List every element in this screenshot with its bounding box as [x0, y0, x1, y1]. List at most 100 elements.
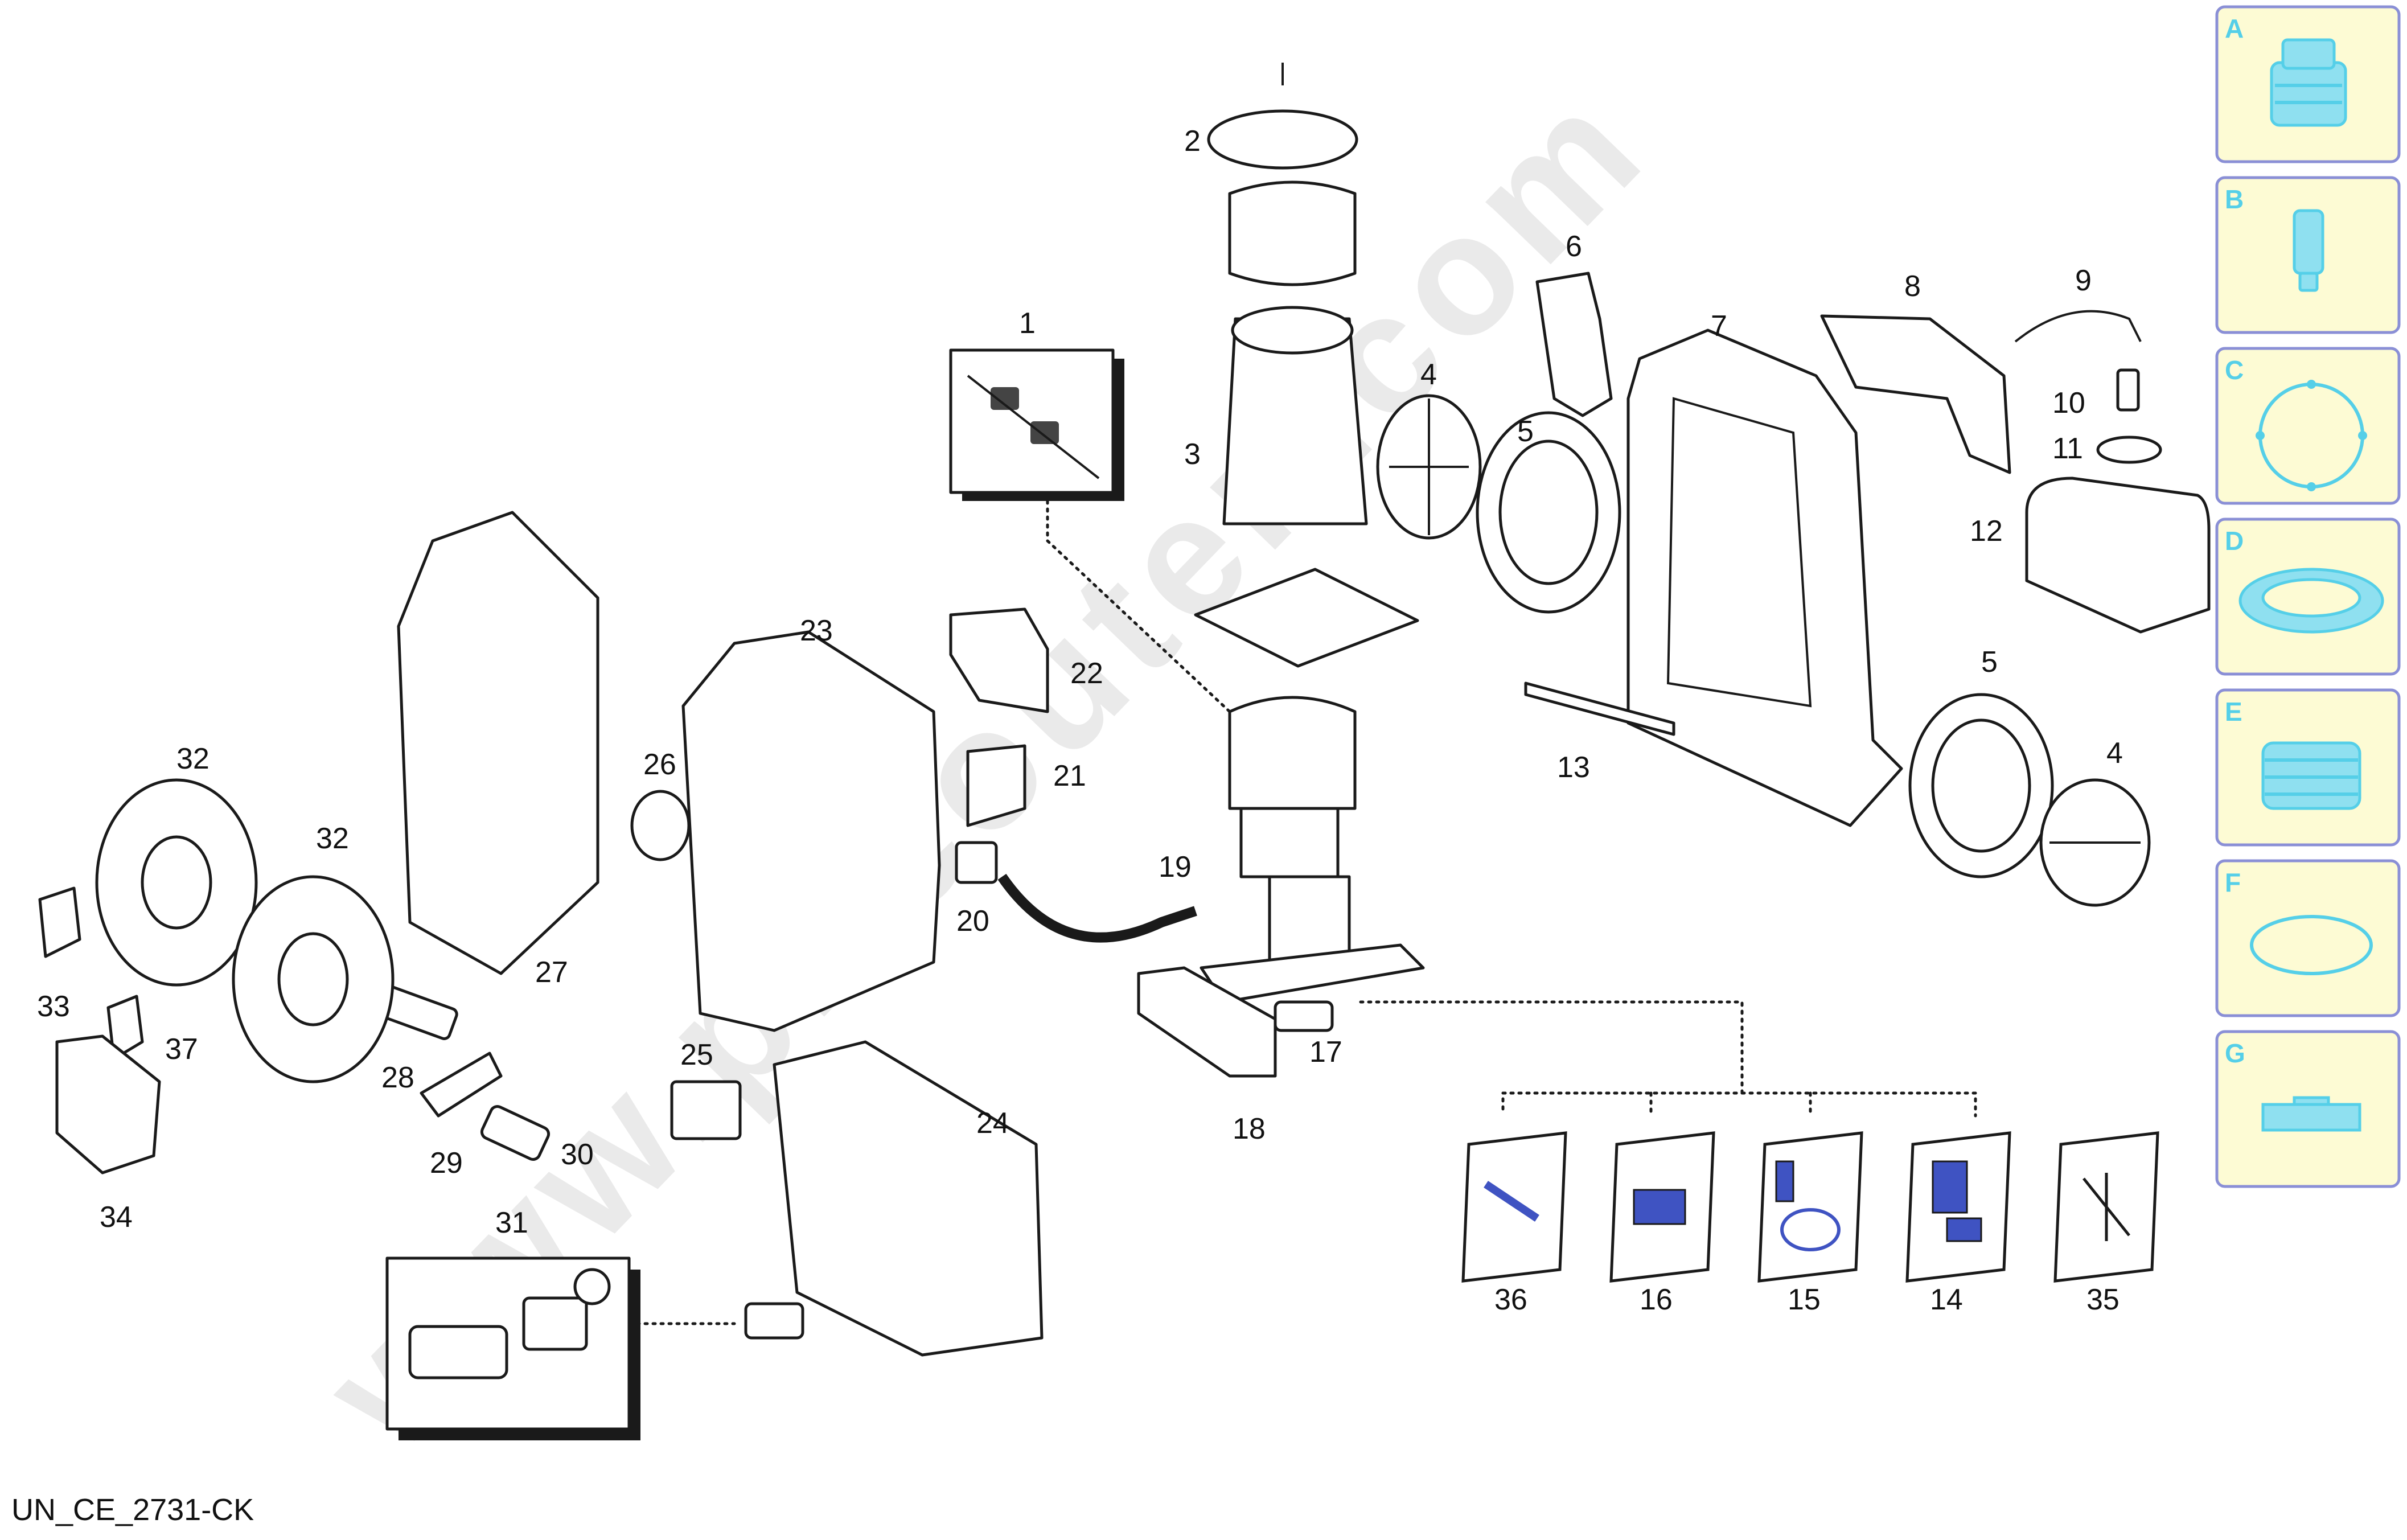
side-panel-f[interactable]: F	[2215, 859, 2401, 1017]
part-12-detergent-tank	[2025, 477, 2211, 634]
part-20-switch	[955, 841, 998, 884]
part-5-wheel-top	[1476, 411, 1621, 614]
part-10-valve	[2116, 368, 2140, 412]
callout-12: 12	[1970, 515, 2003, 548]
part-17-motor-pump	[1200, 696, 1425, 1032]
leader-kits-right	[1501, 1091, 1977, 1118]
part-26-knob	[630, 790, 691, 861]
part-24-lower-housing	[773, 1040, 1044, 1357]
callout-18: 18	[1233, 1112, 1266, 1145]
inlet-coupling	[744, 1302, 804, 1340]
callout-17: 17	[1309, 1036, 1342, 1069]
side-panel-b[interactable]: B	[2215, 176, 2401, 334]
part-11-cap	[2096, 436, 2162, 464]
callout-19: 19	[1159, 851, 1192, 884]
part-33-clip	[38, 886, 81, 958]
callout-2: 2	[1184, 125, 1201, 158]
gasket-ring-icon	[2256, 380, 2367, 491]
part-3-motor-cover	[1222, 180, 1368, 525]
callout-29: 29	[430, 1147, 463, 1180]
callout-15: 15	[1788, 1283, 1821, 1316]
part-13-plate	[1524, 681, 1675, 736]
filter-pad	[1194, 568, 1419, 668]
part-5-wheel-right	[1908, 693, 2054, 878]
part-25-holder	[670, 1080, 742, 1140]
callout-10: 10	[2052, 387, 2085, 420]
callout-6: 6	[1566, 230, 1582, 263]
side-panel-a-letter: A	[2225, 14, 2244, 43]
callout-7: 7	[1711, 310, 1727, 343]
callout-26: 26	[643, 748, 676, 781]
kit-bag-35[interactable]	[2053, 1131, 2159, 1283]
part-9-hose	[2014, 310, 2142, 343]
part-19-power-cable	[997, 873, 1197, 943]
callout-14: 14	[1930, 1283, 1963, 1316]
part-7-frame	[1626, 328, 1903, 827]
side-panel-b-letter: B	[2225, 184, 2244, 214]
callout-21: 21	[1053, 759, 1086, 792]
callout-37: 37	[165, 1033, 198, 1066]
callout-34: 34	[100, 1201, 133, 1234]
side-panel-a[interactable]: A	[2215, 5, 2401, 163]
callout-27: 27	[535, 956, 568, 989]
side-panel-d-letter: D	[2225, 526, 2244, 556]
callout-8: 8	[1904, 270, 1921, 303]
part-37-clip	[106, 995, 144, 1061]
callout-33: 33	[37, 990, 70, 1023]
part-34-bracket	[55, 1034, 161, 1174]
filter-cup-icon	[2261, 741, 2361, 810]
part-32-hose-reel-left	[95, 778, 258, 987]
clip-icon	[2261, 1096, 2361, 1132]
part-23-main-housing	[681, 630, 941, 1032]
callout-35: 35	[2086, 1283, 2120, 1316]
side-panel-e-letter: E	[2225, 697, 2242, 726]
part-21-clip	[966, 744, 1026, 827]
callout-31: 31	[495, 1206, 528, 1239]
kit-bag-16[interactable]	[1609, 1131, 1715, 1283]
callout-13: 13	[1557, 751, 1590, 784]
callout-9: 9	[2075, 264, 2092, 297]
callout-11: 11	[2052, 432, 2083, 465]
callout-5: 5	[1517, 415, 1534, 448]
callout-32a: 32	[176, 742, 210, 775]
part-8-hose-guide	[1820, 314, 2011, 474]
callout-20: 20	[956, 905, 989, 938]
kit-bag-14[interactable]	[1905, 1131, 2011, 1283]
callout-4: 4	[1420, 358, 1437, 391]
callout-3: 3	[1184, 438, 1201, 471]
o-ring-icon	[2250, 915, 2373, 975]
callout-5b: 5	[1981, 646, 1998, 679]
side-panel-c-letter: C	[2225, 355, 2244, 385]
seal-ring-icon	[2238, 568, 2384, 634]
callout-4b: 4	[2106, 737, 2123, 770]
callout-25: 25	[680, 1038, 713, 1071]
side-panel-e[interactable]: E	[2215, 688, 2401, 847]
side-panel-g[interactable]: G	[2215, 1030, 2401, 1188]
nozzle-icon	[2270, 38, 2347, 127]
side-panel-c[interactable]: C	[2215, 347, 2401, 505]
side-panel-d[interactable]: D	[2215, 518, 2401, 676]
side-panel-g-letter: G	[2225, 1038, 2245, 1068]
callout-22: 22	[1070, 657, 1103, 690]
valve-icon	[2293, 209, 2324, 292]
part-4-hubcap-right	[2039, 778, 2151, 907]
callout-32b: 32	[316, 822, 349, 855]
callout-1: 1	[1019, 307, 1036, 340]
callout-23: 23	[800, 614, 833, 647]
part-6-bracket	[1535, 272, 1613, 417]
part-22-switch-unit	[949, 607, 1049, 713]
part-27-handle	[397, 511, 599, 975]
part-29-adapter	[420, 1052, 503, 1118]
part-31-inset	[385, 1256, 640, 1440]
side-panel-f-letter: F	[2225, 868, 2241, 897]
callout-24: 24	[976, 1107, 1009, 1140]
kit-bag-15[interactable]	[1757, 1131, 1863, 1283]
part-30-nozzle	[480, 1105, 551, 1161]
kit-bag-36[interactable]	[1461, 1131, 1567, 1283]
part-32-hose-reel-right	[232, 875, 395, 1083]
part-18-front-bracket	[1137, 966, 1277, 1078]
leader-part-1	[1046, 499, 1231, 713]
callout-16: 16	[1640, 1283, 1673, 1316]
callout-30: 30	[561, 1138, 594, 1171]
